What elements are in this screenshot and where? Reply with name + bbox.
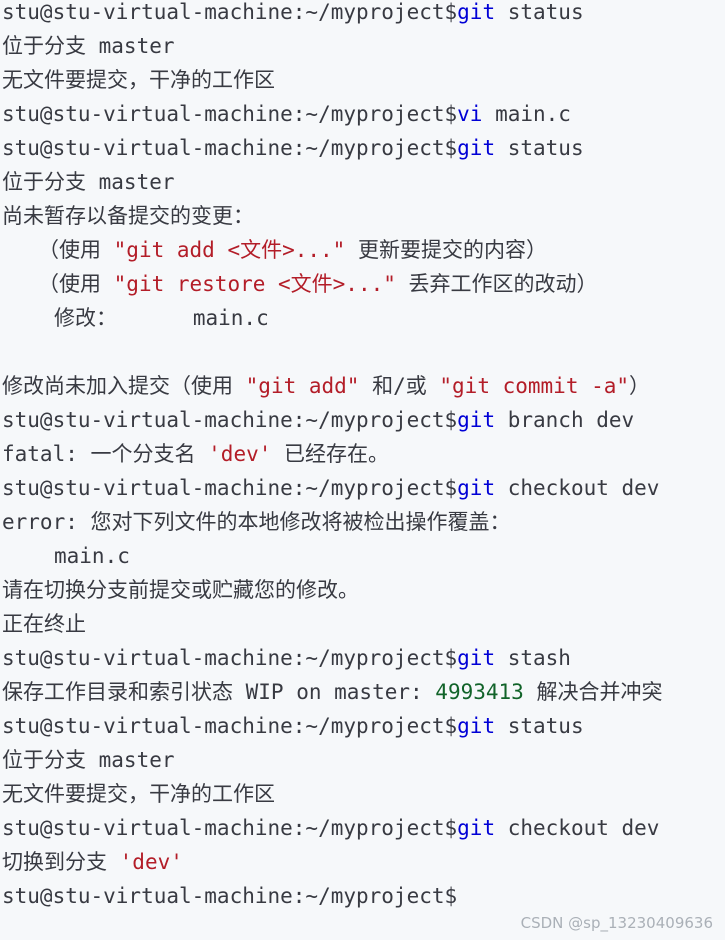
command-line: stu@stu-virtual-machine:~/myproject$git … xyxy=(2,646,725,680)
hint-prefix: （使用 xyxy=(38,272,114,296)
output-text: 无文件要提交，干净的工作区 xyxy=(2,782,275,806)
hint-line: （使用 "git add <文件>..." 更新要提交的内容） xyxy=(2,238,725,272)
output-text: 正在终止 xyxy=(2,612,86,636)
watermark: CSDN @sp_13230409636 xyxy=(520,914,713,932)
shell-prompt: stu@stu-virtual-machine:~/myproject$ xyxy=(2,102,458,126)
command-args: branch dev xyxy=(495,408,635,432)
quoted-command: "git commit -a" xyxy=(439,374,630,398)
quoted-command: "git add" xyxy=(245,374,360,398)
output-line: 修改尚未加入提交（使用 "git add" 和/或 "git commit -a… xyxy=(2,374,725,408)
command-name: git xyxy=(457,816,496,840)
output-line: 正在终止 xyxy=(2,612,725,646)
command-args: main.c xyxy=(482,102,571,126)
branch-name: 'dev' xyxy=(119,850,183,874)
command-name: git xyxy=(457,0,496,24)
command-name: git xyxy=(457,714,496,738)
output-text: 尚未暂存以备提交的变更： xyxy=(2,204,254,228)
output-text: 请在切换分支前提交或贮藏您的修改。 xyxy=(2,578,359,602)
command-line: stu@stu-virtual-machine:~/myproject$git … xyxy=(2,476,725,510)
command-args: checkout dev xyxy=(495,816,660,840)
output-text: fatal: 一个分支名 xyxy=(2,442,209,466)
output-line: 位于分支 master xyxy=(2,748,725,782)
output-line: fatal: 一个分支名 'dev' 已经存在。 xyxy=(2,442,725,476)
hint-command: "git restore <文件>..." xyxy=(113,272,396,296)
command-args: stash xyxy=(495,646,571,670)
shell-prompt: stu@stu-virtual-machine:~/myproject$ xyxy=(2,408,458,432)
shell-prompt: stu@stu-virtual-machine:~/myproject$ xyxy=(2,646,458,670)
output-text: 无文件要提交，干净的工作区 xyxy=(2,68,275,92)
output-text: 位于分支 master xyxy=(2,170,175,194)
shell-prompt: stu@stu-virtual-machine:~/myproject$ xyxy=(2,476,458,500)
command-args: checkout dev xyxy=(495,476,660,500)
output-text: 解决合并冲突 xyxy=(523,680,663,704)
command-line: stu@stu-virtual-machine:~/myproject$git … xyxy=(2,0,725,34)
terminal-lines: stu@stu-virtual-machine:~/myproject$git … xyxy=(2,0,725,918)
command-name: git xyxy=(457,646,496,670)
command-args: status xyxy=(495,714,584,738)
command-args: status xyxy=(495,0,584,24)
output-text: 已经存在。 xyxy=(271,442,390,466)
hint-command: "git add <文件>..." xyxy=(113,238,346,262)
output-text: 修改尚未加入提交（使用 xyxy=(2,374,246,398)
command-line: stu@stu-virtual-machine:~/myproject$git … xyxy=(2,816,725,850)
output-line: 无文件要提交，干净的工作区 xyxy=(2,782,725,816)
output-line: 无文件要提交，干净的工作区 xyxy=(2,68,725,102)
branch-name: 'dev' xyxy=(208,442,272,466)
output-line: 尚未暂存以备提交的变更： xyxy=(2,204,725,238)
command-line: stu@stu-virtual-machine:~/myproject$vi m… xyxy=(2,102,725,136)
shell-prompt: stu@stu-virtual-machine:~/myproject$ xyxy=(2,136,458,160)
command-line: stu@stu-virtual-machine:~/myproject$git … xyxy=(2,136,725,170)
stash-output-line: 保存工作目录和索引状态 WIP on master: 4993413 解决合并冲… xyxy=(2,680,725,714)
hint-suffix: 更新要提交的内容） xyxy=(345,238,547,262)
output-text: 位于分支 master xyxy=(2,34,175,58)
output-text: ） xyxy=(629,374,651,398)
command-name: vi xyxy=(457,102,483,126)
modified-file-line: 修改： main.c xyxy=(2,306,725,340)
commit-hash: 4993413 xyxy=(435,680,524,704)
file-name: main.c xyxy=(54,544,130,568)
output-line: 位于分支 master xyxy=(2,170,725,204)
blank-line xyxy=(2,340,725,374)
file-line: main.c xyxy=(2,544,725,578)
output-text: error: 您对下列文件的本地修改将被检出操作覆盖： xyxy=(2,510,511,534)
shell-prompt: stu@stu-virtual-machine:~/myproject$ xyxy=(2,884,458,908)
command-name: git xyxy=(457,408,496,432)
output-text: 保存工作目录和索引状态 WIP on master: xyxy=(2,680,436,704)
command-args: status xyxy=(495,136,584,160)
output-line: 切换到分支 'dev' xyxy=(2,850,725,884)
shell-prompt: stu@stu-virtual-machine:~/myproject$ xyxy=(2,0,458,24)
output-line: 位于分支 master xyxy=(2,34,725,68)
output-line: 请在切换分支前提交或贮藏您的修改。 xyxy=(2,578,725,612)
output-line: error: 您对下列文件的本地修改将被检出操作覆盖： xyxy=(2,510,725,544)
shell-prompt: stu@stu-virtual-machine:~/myproject$ xyxy=(2,714,458,738)
command-name: git xyxy=(457,136,496,160)
shell-prompt: stu@stu-virtual-machine:~/myproject$ xyxy=(2,816,458,840)
modified-file: 修改： main.c xyxy=(54,306,269,330)
command-line: stu@stu-virtual-machine:~/myproject$git … xyxy=(2,408,725,442)
output-text: 切换到分支 xyxy=(2,850,120,874)
output-text: 和/或 xyxy=(359,374,440,398)
output-text: 位于分支 master xyxy=(2,748,175,772)
hint-line: （使用 "git restore <文件>..." 丢弃工作区的改动） xyxy=(2,272,725,306)
command-line: stu@stu-virtual-machine:~/myproject$ xyxy=(2,884,725,918)
hint-suffix: 丢弃工作区的改动） xyxy=(395,272,598,296)
command-line: stu@stu-virtual-machine:~/myproject$git … xyxy=(2,714,725,748)
hint-prefix: （使用 xyxy=(38,238,114,262)
command-name: git xyxy=(457,476,496,500)
